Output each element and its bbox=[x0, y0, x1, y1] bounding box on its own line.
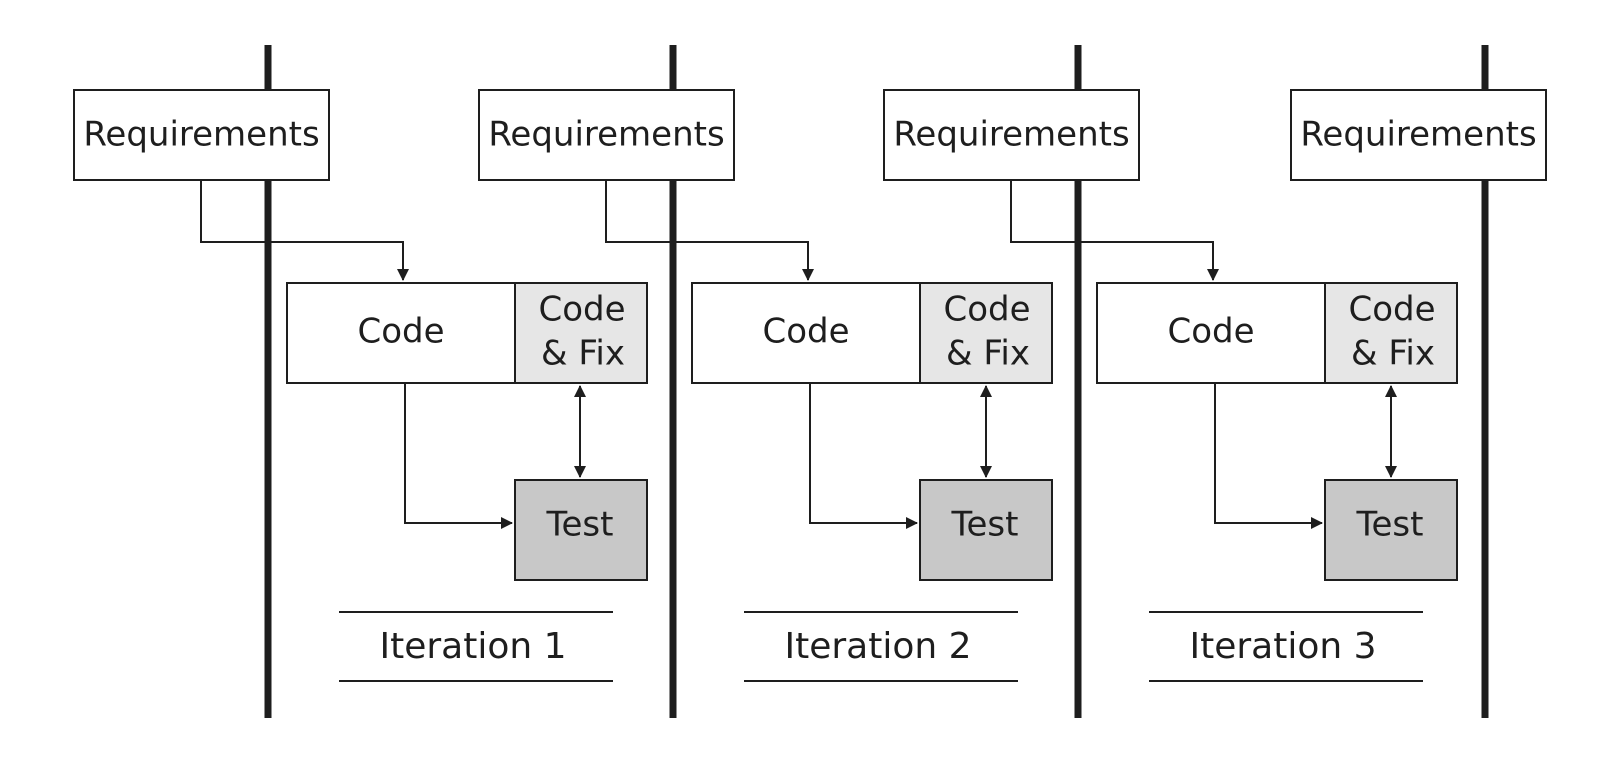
iteration-1: Code Code & Fix Test Iteration 1 bbox=[200, 180, 648, 682]
iteration-3: Code Code & Fix Test Iteration 3 bbox=[1010, 180, 1458, 682]
code-fix-label-line2: & Fix bbox=[541, 334, 625, 374]
test-label: Test bbox=[951, 505, 1019, 545]
code-label: Code bbox=[357, 312, 444, 352]
code-to-test-arrow bbox=[404, 383, 513, 529]
code-fix-label-line1: Code bbox=[538, 290, 625, 330]
code-fix-label-line2: & Fix bbox=[946, 334, 1030, 374]
iteration-label: Iteration 2 bbox=[784, 626, 971, 667]
code-fix-box bbox=[514, 282, 648, 384]
iteration-label: Iteration 3 bbox=[1189, 626, 1376, 667]
requirements-label: Requirements bbox=[488, 115, 724, 155]
code-fix-box bbox=[1324, 282, 1458, 384]
code-box bbox=[691, 282, 921, 384]
code-fix-label-line2: & Fix bbox=[1351, 334, 1435, 374]
iteration-label: Iteration 1 bbox=[379, 626, 566, 667]
test-box bbox=[919, 479, 1053, 581]
requirements-box-2: Requirements bbox=[478, 89, 735, 181]
code-fix-label-line1: Code bbox=[943, 290, 1030, 330]
iteration-2: Code Code & Fix Test Iteration 2 bbox=[605, 180, 1053, 682]
requirements-box-1: Requirements bbox=[73, 89, 330, 181]
requirements-to-code-arrow bbox=[1010, 180, 1219, 281]
test-label: Test bbox=[546, 505, 614, 545]
code-fix-box bbox=[919, 282, 1053, 384]
code-to-test-arrow bbox=[1214, 383, 1323, 529]
test-label: Test bbox=[1356, 505, 1424, 545]
code-box bbox=[286, 282, 516, 384]
test-box bbox=[514, 479, 648, 581]
code-fix-label-line1: Code bbox=[1348, 290, 1435, 330]
requirements-box-3: Requirements bbox=[883, 89, 1140, 181]
code-to-test-arrow bbox=[809, 383, 918, 529]
requirements-to-code-arrow bbox=[200, 180, 409, 281]
requirements-label: Requirements bbox=[893, 115, 1129, 155]
test-box bbox=[1324, 479, 1458, 581]
requirements-to-code-arrow bbox=[605, 180, 814, 281]
requirements-label: Requirements bbox=[83, 115, 319, 155]
requirements-box-4: Requirements bbox=[1290, 89, 1547, 181]
requirements-label: Requirements bbox=[1300, 115, 1536, 155]
code-label: Code bbox=[1167, 312, 1254, 352]
code-label: Code bbox=[762, 312, 849, 352]
